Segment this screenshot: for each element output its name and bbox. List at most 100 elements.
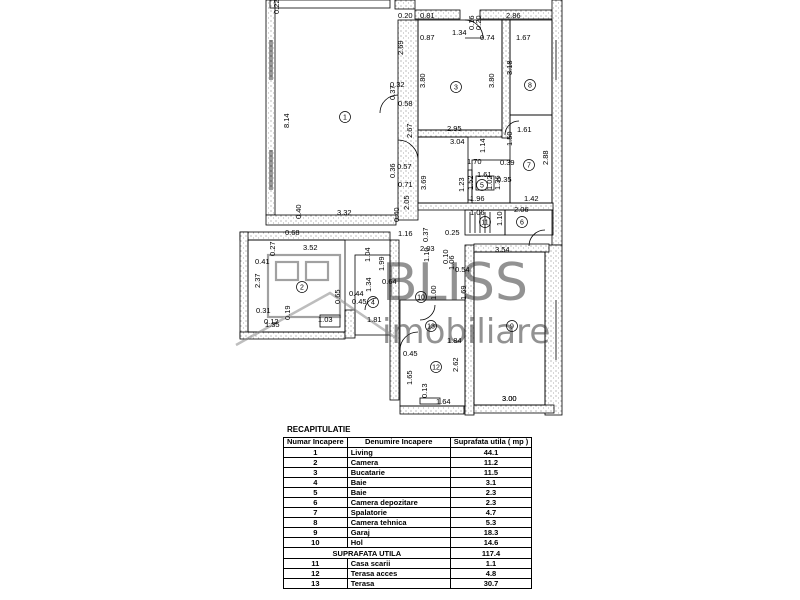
dimension-label: 1.36 xyxy=(493,175,502,190)
room-number-cell: 9 xyxy=(283,527,348,538)
room-name-cell: Camera xyxy=(346,457,451,468)
room-name-cell: Casa scarii xyxy=(346,558,451,569)
dimension-label: 1.99 xyxy=(377,256,386,271)
room-number-label: 2 xyxy=(300,285,304,292)
room-number-13: 13 xyxy=(425,320,437,332)
recap-table: Numar Incapere Denumire Incapere Suprafa… xyxy=(283,437,533,589)
dimension-label: 2.69 xyxy=(396,40,405,55)
dimension-label: 2.95 xyxy=(447,124,462,133)
dimension-label: 0.27 xyxy=(268,241,277,256)
header-area: Suprafata utila ( mp ) xyxy=(449,437,533,448)
room-name-cell: Camera depozitare xyxy=(346,497,451,508)
room-number-7: 7 xyxy=(523,159,535,171)
dimension-label: 0.87 xyxy=(420,33,435,42)
dimension-label: 2.86 xyxy=(506,11,521,20)
dimension-label: 0.22 xyxy=(272,0,281,14)
dimension-label: 1.06 xyxy=(470,208,485,217)
room-number-11: 11 xyxy=(479,216,491,228)
dimension-label: 1.23 xyxy=(457,177,466,192)
recap-header-row: Numar Incapere Denumire Incapere Suprafa… xyxy=(283,437,533,448)
dimension-label: 1.65 xyxy=(405,370,414,385)
room-name-cell: Camera tehnica xyxy=(346,517,451,528)
dimension-label: 1.67 xyxy=(516,33,531,42)
room-area-cell: 4.7 xyxy=(449,507,533,518)
dimension-label: 1.69 xyxy=(459,285,468,300)
dimension-label: 0.64 xyxy=(382,277,397,286)
room-number-1: 1 xyxy=(339,111,351,123)
dimension-label: 0.65 xyxy=(333,289,342,304)
room-number-cell: 7 xyxy=(283,507,348,518)
room-name-cell: Hol xyxy=(346,537,451,548)
dimension-label: 1.06 xyxy=(447,255,456,270)
dimension-label: 0.19 xyxy=(283,305,292,320)
dimension-label: 0.68 xyxy=(285,228,300,237)
dimension-label: 1.02 xyxy=(485,175,494,190)
room-number-label: 5 xyxy=(480,183,484,190)
dimension-label: 0.45 xyxy=(352,297,367,306)
room-number-label: 9 xyxy=(510,324,514,331)
room-number-label: 3 xyxy=(454,85,458,92)
room-number-6: 6 xyxy=(516,216,528,228)
dimension-label: 0.37 xyxy=(388,85,397,100)
dimension-label: 1.34 xyxy=(452,28,467,37)
dimension-label: 0.40 xyxy=(294,204,303,219)
room-area-cell: 30.7 xyxy=(449,578,533,589)
room-number-label: 1 xyxy=(343,115,347,122)
dimension-label: 1.10 xyxy=(495,211,504,226)
dimension-label: 0.12 xyxy=(264,317,279,326)
room-name-cell: Terasa acces xyxy=(346,568,451,579)
dimension-label: 3.32 xyxy=(337,208,352,217)
watermark-subtitle: imobiliare xyxy=(382,312,550,352)
room-number-cell: 1 xyxy=(283,447,348,458)
dimension-label: 3.00 xyxy=(502,394,517,403)
dimension-label: 0.37 xyxy=(421,227,430,242)
dimension-label: 2.88 xyxy=(541,150,550,165)
room-number-cell: 2 xyxy=(283,457,348,468)
dimension-label: 0.13 xyxy=(420,383,429,398)
room-number-cell: 12 xyxy=(283,568,348,579)
dimension-label: 8.14 xyxy=(282,113,291,128)
dimension-label: 2.62 xyxy=(451,357,460,372)
dimension-label: 3.18 xyxy=(505,60,514,75)
room-number-label: 12 xyxy=(432,365,440,372)
dimension-label: 0.31 xyxy=(256,306,271,315)
header-room-number: Numar Incapere xyxy=(283,437,348,448)
room-number-cell: 8 xyxy=(283,517,348,528)
dimension-label: 1.00 xyxy=(429,285,438,300)
dimension-label: 3.00 xyxy=(502,394,517,403)
room-area-cell: 2.3 xyxy=(449,497,533,508)
dimension-label: 2.03 xyxy=(420,244,435,253)
recap-title: RECAPITULATIE xyxy=(287,425,351,434)
dimension-label: 0.35 xyxy=(497,175,512,184)
room-number-4: 4 xyxy=(367,296,379,308)
dimension-label: 0.45 xyxy=(403,349,418,358)
watermark-logo: BLISS imobiliare xyxy=(235,253,550,352)
room-name-cell: Living xyxy=(346,447,451,458)
room-name-cell: Spalatorie xyxy=(346,507,451,518)
dimension-label: 0.44 xyxy=(349,289,364,298)
subtotal-label: SUPRAFATA UTILA xyxy=(283,547,451,559)
room-number-cell: 6 xyxy=(283,497,348,508)
room-number-3: 3 xyxy=(450,81,462,93)
dimension-label: 1.16 xyxy=(398,229,413,238)
dimension-label: 1.14 xyxy=(478,138,487,153)
dimension-label: 1.70 xyxy=(467,157,482,166)
room-number-label: 8 xyxy=(528,83,532,90)
room-number-cell: 11 xyxy=(283,558,348,569)
room-number-label: 10 xyxy=(417,295,425,302)
dimension-label: 1.81 xyxy=(367,315,382,324)
room-number-label: 11 xyxy=(481,220,488,227)
room-name-cell: Bucatarie xyxy=(346,467,451,478)
dimension-label: 1.03 xyxy=(318,315,333,324)
